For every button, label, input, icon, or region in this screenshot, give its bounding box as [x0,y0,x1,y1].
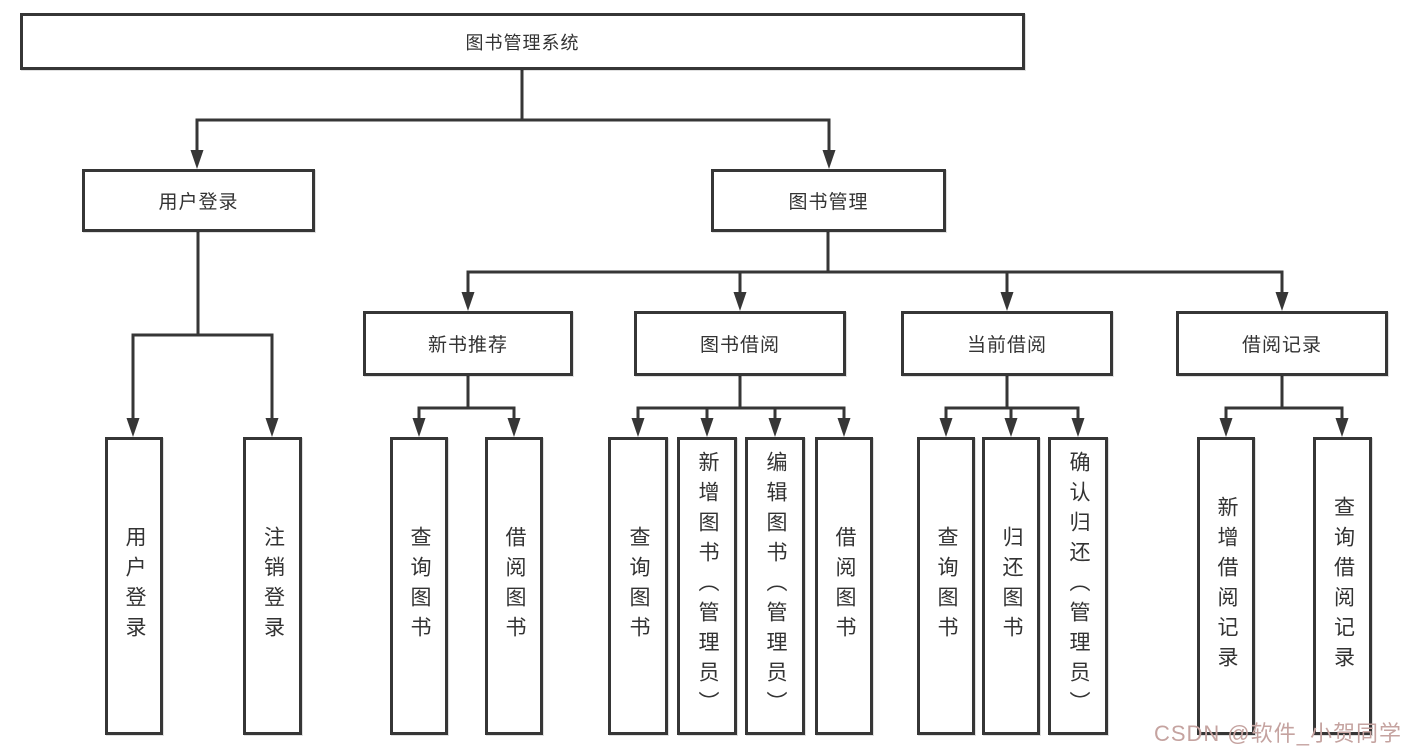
leaf-current-return-books-label: 归还图书 [1000,526,1023,646]
leaf-records-add-borrow-record: 新增借阅记录 [1197,437,1255,735]
leaf-borrowing-edit-books-admin: 编辑图书（管理员） [745,437,805,735]
leaf-records-add-borrow-record-label: 新增借阅记录 [1215,496,1238,676]
node-book-borrowing: 图书借阅 [634,311,846,376]
leaf-current-confirm-return-admin-label: 确认归还（管理员） [1067,451,1090,721]
leaf-borrowing-edit-books-admin-label: 编辑图书（管理员） [764,451,787,721]
leaf-newbook-borrow-books: 借阅图书 [485,437,543,735]
leaf-borrowing-borrow-books-label: 借阅图书 [833,526,856,646]
leaf-newbook-borrow-books-label: 借阅图书 [503,526,526,646]
leaf-borrowing-query-books: 查询图书 [608,437,668,735]
leaf-records-query-borrow-record-label: 查询借阅记录 [1331,496,1355,676]
leaf-borrowing-query-books-label: 查询图书 [627,526,650,646]
leaf-logout: 注销登录 [243,437,302,735]
node-book-management: 图书管理 [711,169,946,232]
leaf-borrowing-add-books-admin: 新增图书（管理员） [677,437,737,735]
node-borrow-records: 借阅记录 [1176,311,1388,376]
leaf-current-query-books: 查询图书 [917,437,975,735]
node-library-system: 图书管理系统 [20,13,1025,70]
leaf-user-login: 用户登录 [105,437,163,735]
leaf-current-query-books-label: 查询图书 [935,526,958,646]
leaf-borrowing-add-books-admin-label: 新增图书（管理员） [696,451,719,721]
leaf-current-confirm-return-admin: 确认归还（管理员） [1048,437,1108,735]
node-current-borrowing: 当前借阅 [901,311,1113,376]
leaf-borrowing-borrow-books: 借阅图书 [815,437,873,735]
leaf-user-login-label: 用户登录 [123,526,146,646]
leaf-newbook-query-books-label: 查询图书 [408,526,431,646]
node-user-login: 用户登录 [82,169,315,232]
leaf-current-return-books: 归还图书 [982,437,1040,735]
leaf-logout-label: 注销登录 [261,526,285,646]
leaf-newbook-query-books: 查询图书 [390,437,448,735]
leaf-records-query-borrow-record: 查询借阅记录 [1313,437,1372,735]
node-new-book-recommend: 新书推荐 [363,311,573,376]
